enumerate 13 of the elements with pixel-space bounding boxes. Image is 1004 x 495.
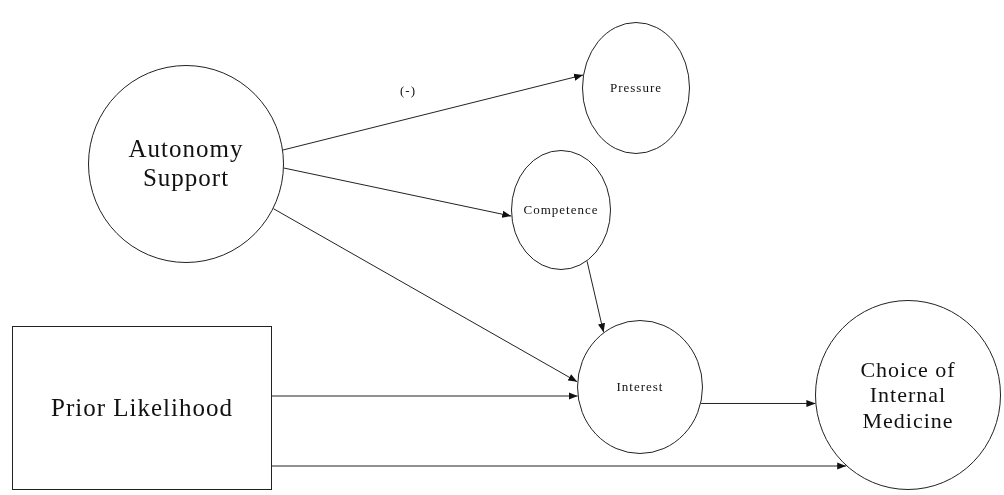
arrow: [271, 392, 579, 400]
node-label: Competence: [523, 202, 599, 218]
arrow: [282, 73, 584, 151]
node-label: Autonomy Support: [127, 135, 245, 193]
node-label: Prior Likelihood: [51, 393, 233, 423]
node-label: Interest: [616, 379, 664, 395]
arrow: [700, 399, 816, 408]
arrow: [272, 208, 578, 383]
node-label: Pressure: [609, 80, 662, 96]
arrow: [586, 260, 606, 333]
arrow: [271, 462, 847, 470]
node-label: Choice of Internal Medicine: [859, 357, 957, 433]
arrow: [283, 167, 512, 218]
